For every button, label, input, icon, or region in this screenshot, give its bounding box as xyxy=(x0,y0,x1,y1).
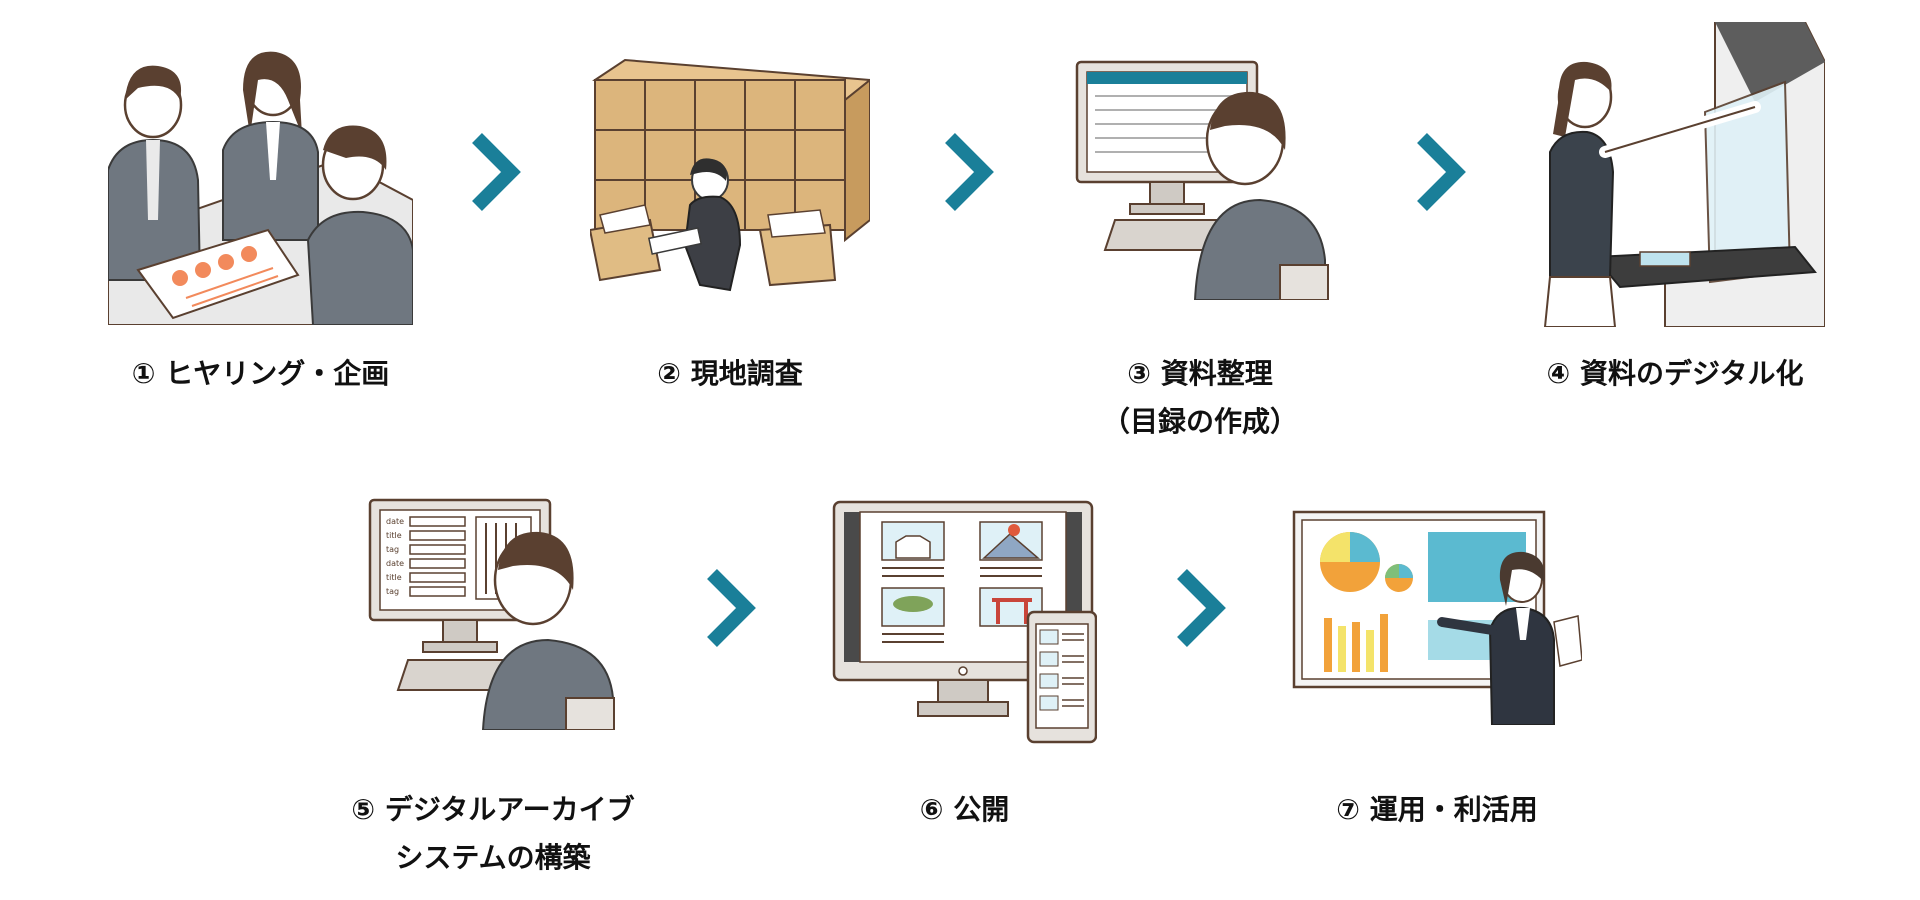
chevron-right-icon xyxy=(1177,569,1226,647)
archive-system-icon: date title tag date title tag xyxy=(368,498,615,730)
scanner-icon xyxy=(1543,22,1825,327)
step5-subtitle: システムの構築 xyxy=(395,841,591,874)
arrow-1 xyxy=(465,132,521,212)
step3-subtitle: （目録の作成） xyxy=(1101,405,1298,438)
step2-title: ② 現地調査 xyxy=(657,357,803,390)
step3-label: ③ 資料整理 （目録の作成） xyxy=(1060,350,1340,446)
step5-label: ⑤ デジタルアーカイブ システムの構築 xyxy=(318,786,668,882)
arrow-5 xyxy=(1170,568,1226,648)
arrow-4 xyxy=(700,568,756,648)
step5-title: ⑤ デジタルアーカイブ xyxy=(351,793,635,826)
step2-illustration xyxy=(590,55,870,300)
step7-label: ⑦ 運用・利活用 xyxy=(1292,786,1582,834)
chevron-right-icon xyxy=(945,133,994,211)
screen-label-date: date xyxy=(386,559,404,568)
screen-label-title: title xyxy=(386,573,402,582)
step4-label: ④ 資料のデジタル化 xyxy=(1515,350,1835,398)
chevron-right-icon xyxy=(707,569,756,647)
screen-label-date: date xyxy=(386,517,404,526)
screen-label-tag: tag xyxy=(386,545,399,554)
step1-label: ① ヒヤリング・企画 xyxy=(108,350,413,398)
step4-illustration xyxy=(1525,22,1825,327)
step1-illustration xyxy=(108,40,413,325)
arrow-2 xyxy=(938,132,994,212)
step4-title: ④ 資料のデジタル化 xyxy=(1546,357,1804,390)
step7-illustration xyxy=(1292,510,1582,725)
meeting-icon xyxy=(108,51,413,325)
presentation-icon xyxy=(1292,510,1582,725)
step3-illustration xyxy=(1075,60,1330,300)
step6-title: ⑥ 公開 xyxy=(919,793,1010,826)
chevron-right-icon xyxy=(472,133,521,211)
step5-illustration: date title tag date title tag xyxy=(368,498,618,730)
boxes-survey-icon xyxy=(590,58,870,292)
step6-illustration xyxy=(832,500,1097,745)
computer-catalog-icon xyxy=(1075,60,1329,300)
arrow-3 xyxy=(1410,132,1466,212)
screen-label-tag: tag xyxy=(386,587,399,596)
publish-screens-icon xyxy=(832,500,1097,744)
chevron-right-icon xyxy=(1417,133,1466,211)
step1-title: ① ヒヤリング・企画 xyxy=(131,357,390,390)
step6-label: ⑥ 公開 xyxy=(832,786,1097,834)
step7-title: ⑦ 運用・利活用 xyxy=(1336,793,1538,826)
step2-label: ② 現地調査 xyxy=(590,350,870,398)
screen-label-title: title xyxy=(386,531,402,540)
step3-title: ③ 資料整理 xyxy=(1127,357,1273,390)
